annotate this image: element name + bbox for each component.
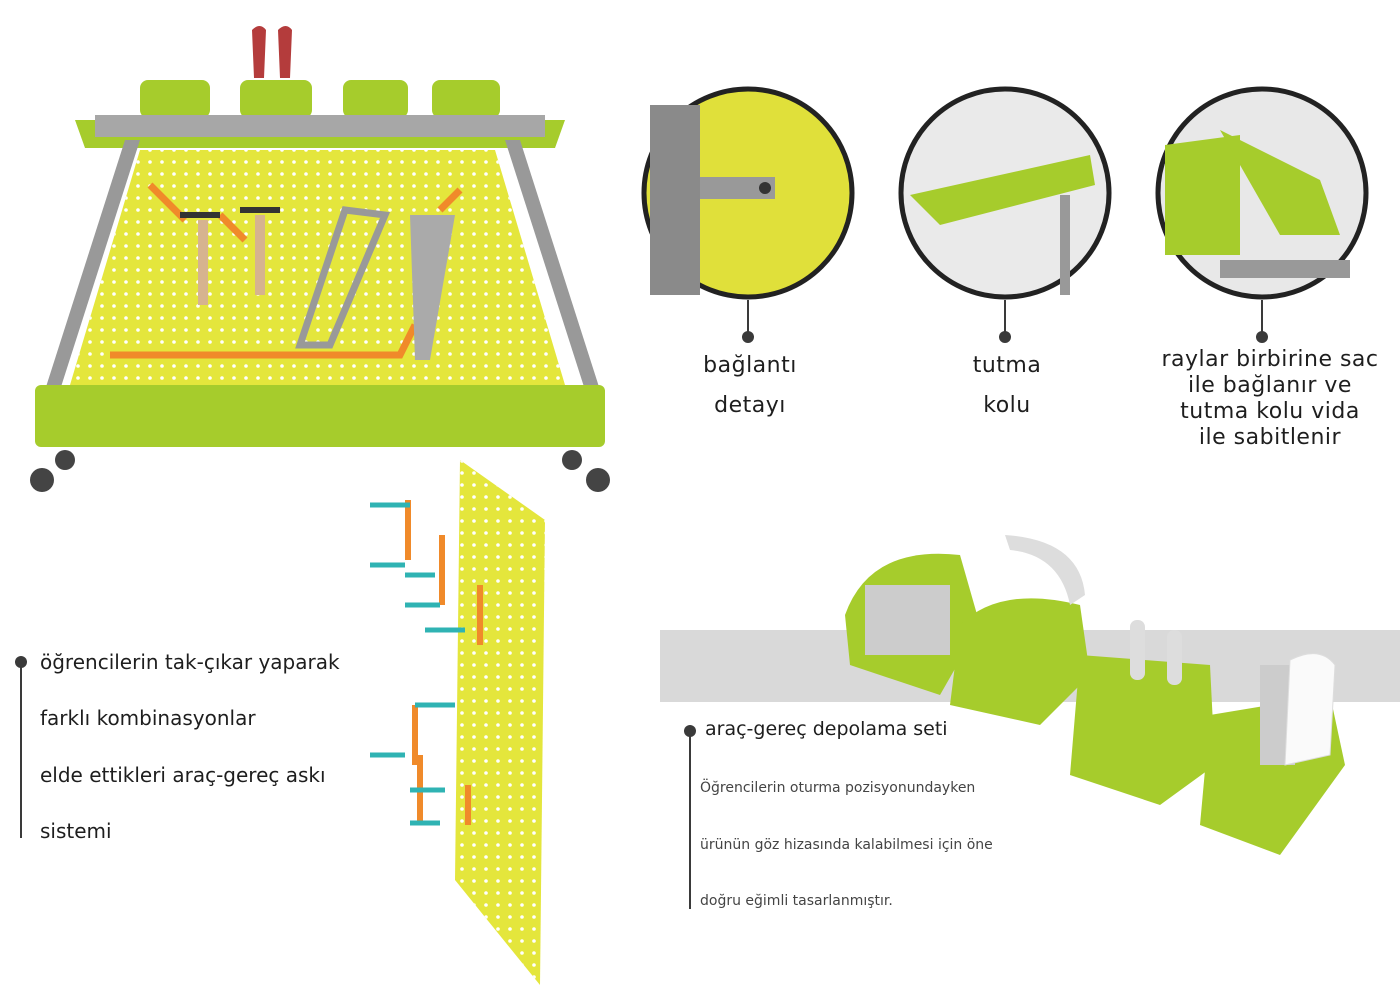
connection-detail-image xyxy=(641,86,855,300)
connector-line xyxy=(747,300,749,336)
label-line: raylar birbirine sac xyxy=(1161,347,1379,372)
label-line: tutma kolu vida xyxy=(1180,399,1360,424)
pegboard-description-line: öğrencilerin tak-çıkar yaparak xyxy=(40,650,340,674)
storage-body-line: Öğrencilerin oturma pozisyonundayken xyxy=(700,780,976,796)
storage-title: araç-gereç depolama seti xyxy=(705,718,948,740)
pegboard-description-line: farklı kombinasyonlar xyxy=(40,706,256,730)
storage-body-line: ürünün göz hizasında kalabilmesi için ön… xyxy=(700,837,993,853)
label-line: kolu xyxy=(983,393,1031,418)
connection-detail-label: bağlantı detayı xyxy=(650,346,850,426)
bullet-dot xyxy=(1256,331,1268,343)
rail-detail-image xyxy=(1155,86,1369,300)
storage-body-line: doğru eğimli tasarlanmıştır. xyxy=(700,893,893,909)
bullet-line xyxy=(689,731,691,909)
handle-detail-image xyxy=(898,86,1112,300)
label-line: bağlantı xyxy=(703,353,797,378)
label-line: detayı xyxy=(714,393,786,418)
label-line: ile bağlanır ve xyxy=(1188,373,1352,398)
handle-label: tutma kolu xyxy=(907,346,1107,426)
storage-set-render xyxy=(845,535,1345,855)
bullet-line xyxy=(20,662,22,838)
rail-label: raylar birbirine sac ile bağlanır ve tut… xyxy=(1150,347,1390,451)
connector-line xyxy=(1004,300,1006,336)
detail-circles xyxy=(641,86,1369,300)
pegboard-description-line: elde ettikleri araç-gereç askı xyxy=(40,763,326,787)
label-line: tutma xyxy=(972,353,1042,378)
bullet-dot xyxy=(999,331,1011,343)
connector-line xyxy=(1261,300,1263,336)
workbench-cart-render xyxy=(30,26,610,492)
pegboard-exploded-render xyxy=(370,460,545,985)
label-line: ile sabitlenir xyxy=(1198,425,1342,450)
bullet-dot xyxy=(742,331,754,343)
pegboard-description-line: sistemi xyxy=(40,819,112,843)
